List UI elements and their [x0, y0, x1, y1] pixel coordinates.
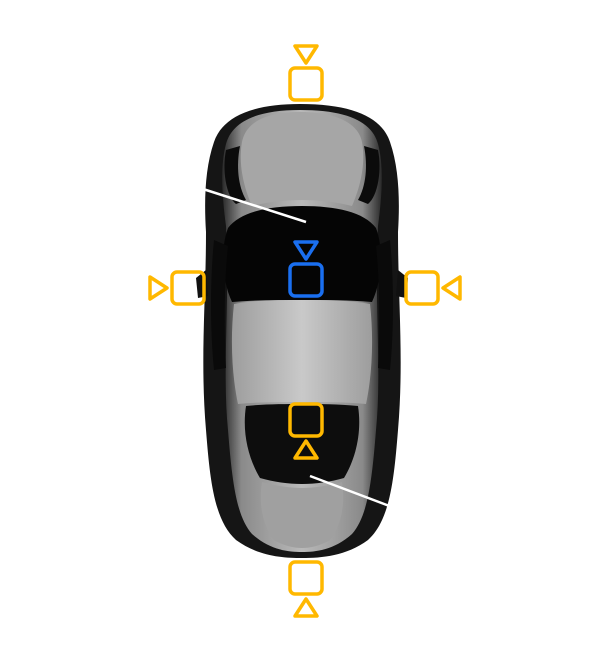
- car-rear-deck: [260, 482, 344, 548]
- camera-lens: [293, 597, 319, 618]
- camera-left-icon: [148, 270, 206, 306]
- car-roof: [231, 300, 373, 404]
- camera-body: [288, 262, 324, 298]
- camera-lens: [293, 240, 319, 261]
- camera-lens: [293, 439, 319, 460]
- camera-cabin-icon: [288, 240, 324, 298]
- camera-right-icon: [404, 270, 462, 306]
- camera-body: [404, 270, 440, 306]
- camera-body: [288, 66, 324, 102]
- camera-rear-window-icon: [288, 402, 324, 460]
- camera-front-icon: [288, 44, 324, 102]
- camera-rear-icon: [288, 560, 324, 618]
- camera-body: [288, 560, 324, 596]
- left-side-window: [211, 240, 228, 370]
- camera-lens: [293, 44, 319, 65]
- left-front-vent: [224, 146, 246, 204]
- camera-lens: [441, 275, 462, 301]
- cameras-layer: [148, 44, 462, 618]
- camera-body: [170, 270, 206, 306]
- rear-wiper: [309, 474, 401, 512]
- car-top-view-icon: [196, 104, 408, 558]
- right-front-vent: [358, 146, 380, 204]
- camera-body: [288, 402, 324, 438]
- car-hood: [240, 112, 364, 206]
- camera-lens: [148, 275, 169, 301]
- front-wiper: [202, 187, 307, 224]
- right-side-window: [376, 240, 393, 370]
